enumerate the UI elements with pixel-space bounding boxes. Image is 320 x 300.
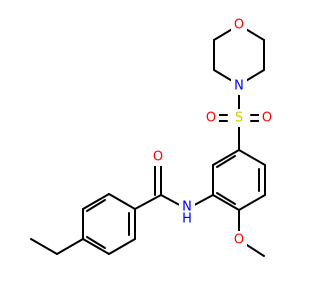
bond [216,192,236,205]
atom-bg [150,148,166,166]
bond [108,238,136,255]
atom-bg [231,15,247,35]
sulfonyl-oxygen-left-label: O [206,111,216,126]
atom-bg [231,109,247,127]
sulfur-label: S [235,111,243,126]
bond-ethyl [30,238,58,255]
bond-ring-ethyl [56,238,84,255]
amide-oxygen-label: O [153,150,163,165]
bond-carbonyl-ring [134,194,162,210]
bond [212,194,240,211]
atom-bg [231,77,247,95]
bond [238,149,266,166]
bond [86,236,106,249]
molecule-diagram: O N S O O O N H O [30,15,275,257]
sulfonyl-bonds [218,114,260,122]
atom-bg [179,201,195,223]
morpholine-nitrogen-label: N [234,79,244,94]
bond [82,193,110,210]
morpholine-oxygen-label: O [234,18,244,33]
left-benzene-ring [82,193,136,255]
structure-svg: O N S O O O N H O [30,15,275,257]
bond [82,238,110,255]
amide-hydrogen-label: H [182,212,192,227]
bond [212,149,240,166]
amide-nitrogen-label: N [182,200,192,215]
bond [238,194,266,211]
central-benzene-ring [212,149,266,211]
bond [216,155,236,168]
methoxy-oxygen-label: O [234,233,244,248]
bond [108,193,136,210]
atom-bg [259,109,275,127]
atom-bg [203,109,219,127]
bond [86,199,106,212]
atom-bg [231,231,247,249]
sulfonyl-oxygen-right-label: O [262,111,272,126]
